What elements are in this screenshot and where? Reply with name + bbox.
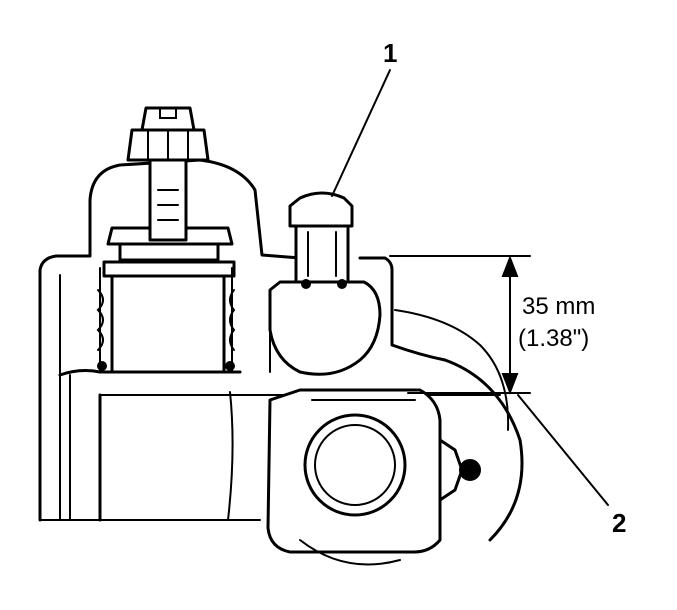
sector-housing-block <box>266 388 481 566</box>
dimension-metric-label: 35 mm <box>522 293 595 320</box>
callout-2-leader <box>517 394 609 506</box>
adjuster-plug-assembly <box>96 226 236 374</box>
callout-2-label: 2 <box>612 508 626 538</box>
lubrication-fitting <box>268 191 382 376</box>
callout-1-leader <box>331 69 391 197</box>
dimension-imperial-label: (1.38ʺ) <box>518 325 589 352</box>
adjuster-screw-and-nut <box>126 106 210 242</box>
dimension-35mm <box>389 255 531 395</box>
callout-1-label: 1 <box>383 38 397 68</box>
